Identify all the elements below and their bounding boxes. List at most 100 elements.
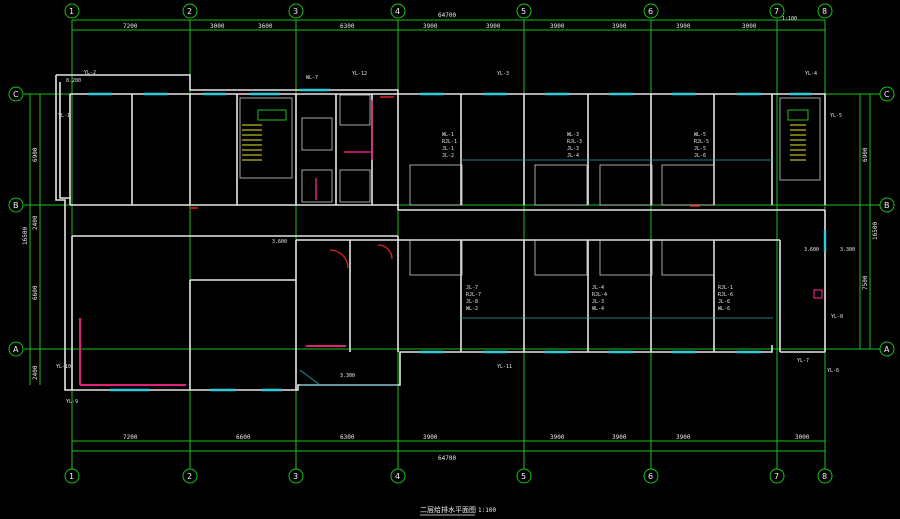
svg-text:RJL-7: RJL-7	[466, 292, 481, 298]
pipe-tag: YL-6	[827, 368, 839, 374]
svg-text:RJL-5: RJL-5	[694, 139, 709, 145]
pipe-tag: YL-3	[497, 71, 509, 77]
top-span-4: 6300	[340, 23, 355, 30]
riser-group-6: RJL-1 RJL-6 JL-6 WL-6	[718, 285, 733, 312]
top-span-9: 3900	[676, 23, 691, 30]
bottom-span-1: 7200	[123, 434, 138, 441]
bottom-span-2: 6600	[236, 434, 251, 441]
left-span-1: 6900	[32, 147, 39, 162]
svg-text:4: 4	[395, 7, 400, 16]
svg-text:3: 3	[293, 7, 298, 16]
svg-text:1: 1	[69, 472, 74, 481]
axis-bubble-4-bottom: 4	[390, 468, 406, 484]
bottom-span-7: 3900	[676, 434, 691, 441]
svg-text:5: 5	[521, 7, 526, 16]
svg-text:JL-8: JL-8	[466, 299, 478, 305]
drawing-title: 二层给排水平面图	[420, 505, 476, 514]
svg-text:RJL-4: RJL-4	[592, 292, 607, 298]
svg-text:7: 7	[774, 472, 779, 481]
svg-text:RJL-6: RJL-6	[718, 292, 733, 298]
axis-bubble-B-right: B	[879, 197, 895, 213]
svg-text:JL-5: JL-5	[694, 146, 706, 152]
bottom-span-4: 3900	[423, 434, 438, 441]
axis-bubble-2-top: 2	[182, 3, 198, 19]
top-span-8: 3900	[612, 23, 627, 30]
svg-text:A: A	[884, 345, 890, 354]
svg-text:RJL-1: RJL-1	[718, 285, 733, 291]
axis-bubble-8-bottom: 8	[817, 468, 833, 484]
svg-text:RJL-3: RJL-3	[567, 139, 582, 145]
pipe-tag: YL-9	[66, 399, 78, 405]
right-span-1: 6900	[862, 147, 869, 162]
service-lines	[299, 159, 773, 386]
axis-bubble-C-left: C	[8, 86, 24, 102]
axis-bubble-6-bottom: 6	[643, 468, 659, 484]
axis-bubble-3-bottom: 3	[288, 468, 304, 484]
right-total-dim: 16500	[872, 222, 879, 240]
dimension-lines	[29, 19, 871, 452]
svg-text:WL-5: WL-5	[694, 132, 706, 138]
svg-text:1: 1	[69, 7, 74, 16]
top-span-7: 3900	[550, 23, 565, 30]
top-span-10: 3000	[742, 23, 757, 30]
bottom-span-6: 3900	[612, 434, 627, 441]
axis-bubble-7-top: 7	[769, 3, 785, 19]
svg-text:WL-3: WL-3	[567, 132, 579, 138]
svg-text:8: 8	[822, 472, 827, 481]
left-span-3: 6600	[32, 285, 39, 300]
svg-text:JL-4: JL-4	[592, 285, 604, 291]
axis-bubble-7-bottom: 7	[769, 468, 785, 484]
building-walls	[55, 74, 826, 391]
pipe-tag: YL-11	[497, 364, 512, 370]
svg-text:WL-2: WL-2	[466, 306, 478, 312]
bottom-span-5: 3900	[550, 434, 565, 441]
elevation-label: 3.300	[840, 247, 855, 253]
axis-bubble-A-left: A	[8, 341, 24, 357]
drawing-scale: 1:100	[478, 507, 496, 514]
windows	[88, 88, 827, 392]
pipe-tag: WL-7	[306, 75, 318, 81]
riser-group-3: WL-5 RJL-5 JL-5 JL-6	[694, 132, 709, 159]
bottom-span-3: 6300	[340, 434, 355, 441]
svg-text:JL-4: JL-4	[567, 153, 579, 159]
top-total-dim: 64700	[438, 12, 456, 19]
elevation-label: 3.600	[272, 239, 287, 245]
pipe-tags: YL-2 WL-7 YL-12 YL-3 YL-4 YL-1 YL-5 YL-1…	[56, 70, 843, 405]
svg-text:B: B	[13, 201, 19, 210]
pipe-tag: YL-7	[797, 358, 809, 364]
riser-group-5: JL-4 RJL-4 JL-3 WL-4	[592, 285, 607, 312]
elevation-marks: 3.600 3.300 3.600 3.300 1:100 8.200	[66, 16, 855, 379]
axis-bubble-1-bottom: 1	[64, 468, 80, 484]
axis-bubble-5-bottom: 5	[516, 468, 532, 484]
axis-bubble-B-left: B	[8, 197, 24, 213]
pipe-tag: YL-2	[84, 70, 96, 76]
pipe-tag: YL-8	[831, 314, 843, 320]
svg-text:4: 4	[395, 472, 400, 481]
drawing-title-block: 二层给排水平面图 1:100	[420, 505, 496, 516]
svg-text:JL-7: JL-7	[466, 285, 478, 291]
staircase-left	[239, 97, 293, 179]
right-span-2: 7500	[862, 275, 869, 290]
svg-text:C: C	[884, 90, 890, 99]
svg-text:C: C	[13, 90, 19, 99]
svg-text:5: 5	[521, 472, 526, 481]
axis-bubble-3-top: 3	[288, 3, 304, 19]
axis-bubble-8-top: 8	[817, 3, 833, 19]
bottom-total-dim: 64700	[438, 455, 456, 462]
svg-text:A: A	[13, 345, 19, 354]
svg-text:6: 6	[648, 7, 653, 16]
pipe-tag: YL-5	[830, 113, 842, 119]
axis-bubble-5-top: 5	[516, 3, 532, 19]
svg-text:WL-1: WL-1	[442, 132, 454, 138]
top-span-1: 7200	[123, 23, 138, 30]
riser-group-1: WL-1 RJL-1 JL-1 JL-2	[442, 132, 457, 159]
svg-text:WL-6: WL-6	[718, 306, 730, 312]
svg-text:JL-1: JL-1	[442, 146, 454, 152]
top-span-6: 3900	[486, 23, 501, 30]
svg-text:8: 8	[822, 7, 827, 16]
svg-text:WL-4: WL-4	[592, 306, 604, 312]
axis-bubble-2-bottom: 2	[182, 468, 198, 484]
svg-text:B: B	[884, 201, 890, 210]
left-span-2: 2400	[32, 215, 39, 230]
